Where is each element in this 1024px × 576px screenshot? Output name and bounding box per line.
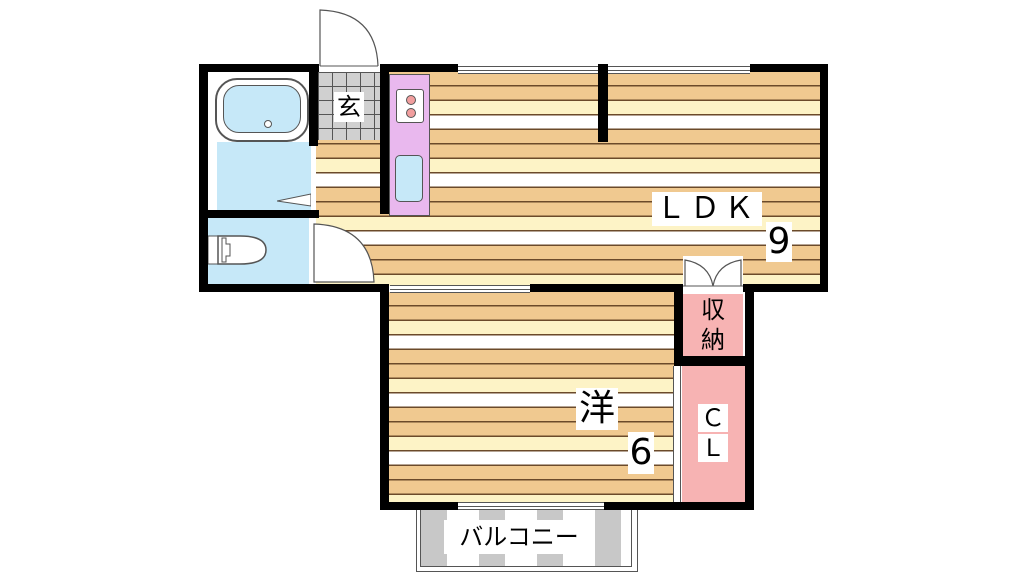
bath-door-icon	[277, 193, 311, 207]
wall	[604, 502, 754, 510]
wall	[530, 284, 683, 292]
closet-label-2: Ｌ	[698, 434, 728, 462]
wall	[743, 284, 828, 292]
balcony-window	[458, 502, 604, 510]
wall	[750, 64, 828, 72]
closet-label-1: Ｃ	[698, 404, 728, 432]
entrance-door-swing-icon	[319, 9, 379, 67]
ldk-window-right	[608, 66, 750, 74]
western-room-door	[390, 285, 530, 293]
balcony-label: バルコニー	[444, 520, 594, 554]
wall	[199, 210, 319, 218]
sink-icon	[395, 155, 423, 202]
wall	[309, 64, 318, 146]
wall	[598, 64, 608, 142]
wall	[745, 284, 754, 510]
bathtub-icon	[215, 78, 309, 142]
storage-label-2: 納	[701, 326, 725, 354]
entrance-tile	[318, 72, 380, 140]
wall	[199, 284, 389, 292]
storage-label-1: 収	[701, 296, 725, 324]
entrance-label: 玄	[334, 92, 364, 122]
toilet-door-swing-icon	[313, 223, 375, 283]
kitchen-counter	[389, 74, 430, 216]
western-room-label: 洋	[576, 388, 618, 430]
wall	[380, 64, 458, 72]
ldk-window-left	[458, 66, 598, 74]
wall	[199, 64, 208, 292]
storage-room	[683, 294, 743, 356]
stove-icon	[396, 89, 424, 123]
wall	[199, 64, 319, 72]
ldk-label: ＬＤＫ	[652, 192, 762, 226]
wall	[820, 64, 828, 292]
ldk-size: 9	[766, 221, 792, 262]
wall	[380, 64, 389, 214]
wall	[674, 356, 754, 366]
wall	[674, 284, 683, 366]
bathroom	[207, 72, 311, 212]
closet-sliding-door	[673, 366, 681, 502]
wall	[380, 502, 458, 510]
toilet-icon	[208, 235, 267, 265]
wall	[380, 284, 389, 510]
western-room-size: 6	[628, 432, 654, 474]
western-room-floor	[388, 292, 674, 502]
storage-door-swing-icon	[683, 256, 743, 290]
